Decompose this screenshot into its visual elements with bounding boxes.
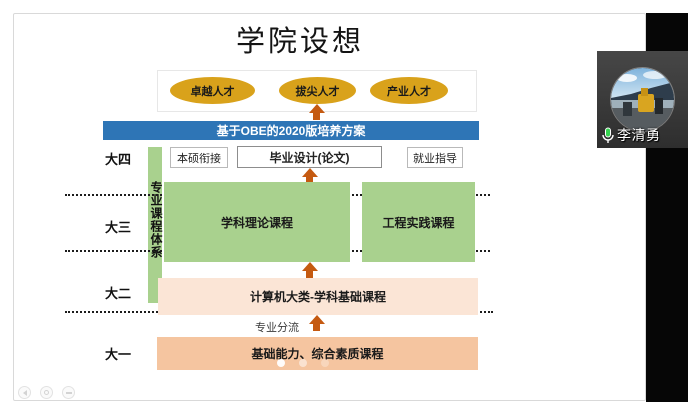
- curriculum-system-band: [148, 147, 162, 303]
- avatar: [611, 68, 674, 131]
- year-label-freshman: 大一: [105, 347, 132, 362]
- avatar-photo: [611, 68, 674, 131]
- up-arrow-to-thesis: [301, 168, 318, 184]
- participant-tile[interactable]: 李清勇: [597, 51, 688, 148]
- curriculum-system-label: 专业课程体系: [149, 181, 163, 259]
- slide-progress-dot: [321, 359, 329, 367]
- box-foundation-courses: 计算机大类-学科基础课程: [158, 278, 478, 315]
- slide-progress-dot: [277, 359, 285, 367]
- major-split-label: 专业分流: [255, 322, 299, 334]
- year-label-senior: 大四: [105, 152, 132, 167]
- up-arrow-to-talents: [308, 104, 325, 120]
- box-theory-courses: 学科理论课程: [164, 182, 350, 262]
- slide-progress-dot: [299, 359, 307, 367]
- box-practice-courses: 工程实践课程: [362, 182, 475, 262]
- participant-name-row: 李清勇: [601, 125, 661, 145]
- talent-ellipse-top: 拔尖人才: [279, 77, 356, 104]
- year-label-sophomore: 大二: [105, 286, 132, 301]
- year-label-junior: 大三: [105, 220, 132, 235]
- more-icon[interactable]: [62, 386, 75, 399]
- annotation-icon[interactable]: [40, 386, 53, 399]
- slide-title: 学院设想: [235, 26, 364, 58]
- box-bachelor-master-link: 本硕衔接: [170, 147, 228, 168]
- up-arrow-split: [308, 315, 325, 331]
- talent-ellipse-excellent: 卓越人才: [170, 77, 255, 104]
- box-general-courses: 基础能力、综合素质课程: [157, 337, 478, 370]
- box-graduation-thesis: 毕业设计(论文): [237, 146, 382, 168]
- talent-ellipse-industry: 产业人才: [370, 77, 448, 104]
- previous-slide-icon[interactable]: [18, 386, 31, 399]
- slideshow-controls: [18, 386, 75, 399]
- box-career-guidance: 就业指导: [407, 147, 463, 168]
- mic-active-icon: [602, 127, 614, 143]
- participant-name: 李清勇: [617, 127, 661, 143]
- obe-plan-bar: 基于OBE的2020版培养方案: [103, 121, 479, 140]
- up-arrow-to-theory: [301, 262, 318, 278]
